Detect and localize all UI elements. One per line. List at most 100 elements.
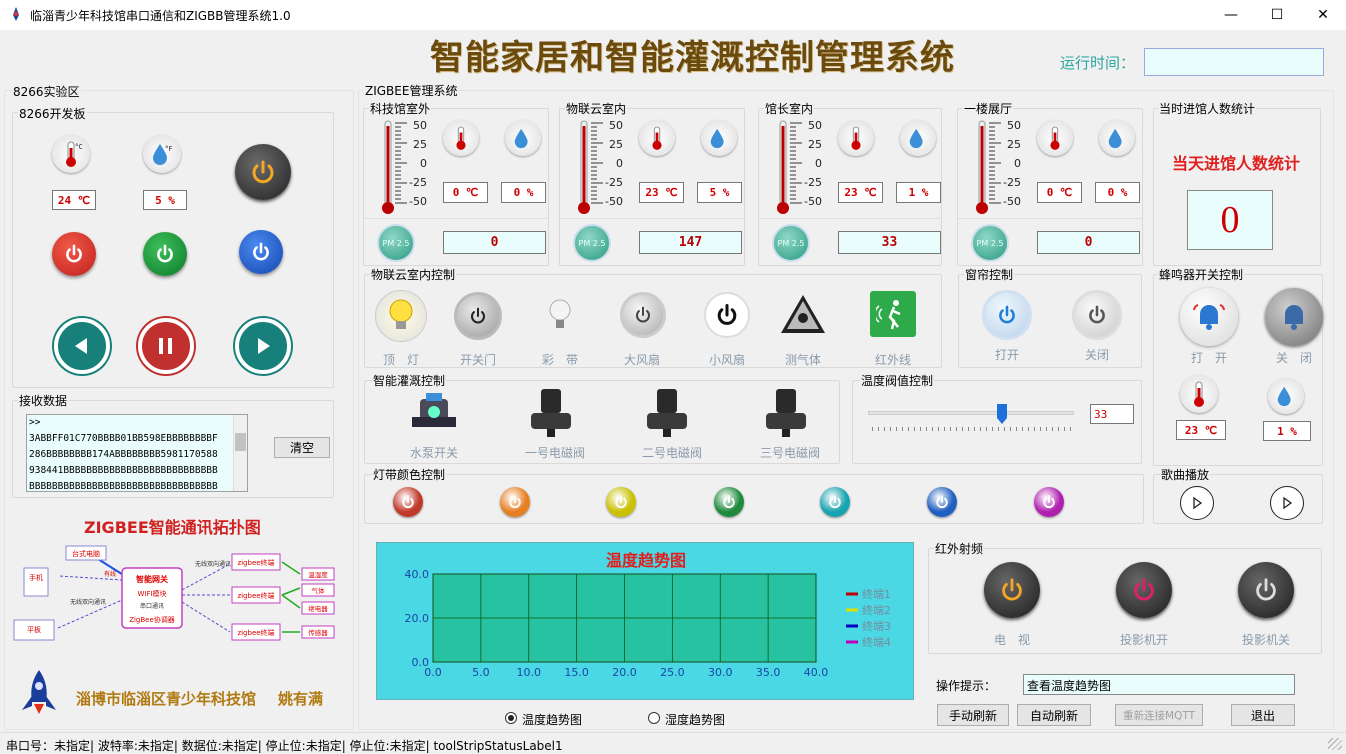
minimize-button[interactable]: — [1224, 7, 1238, 23]
pm25-icon: PM 2.5 [772, 224, 810, 262]
curtain-close-caption: 关闭 [1084, 348, 1109, 362]
sensor-panel-name: 物联云室内 [565, 100, 628, 117]
threshold-slider-track[interactable] [868, 411, 1074, 415]
led-color-button[interactable] [393, 487, 423, 517]
board-power-button[interactable] [235, 144, 291, 200]
hum-trend-radio[interactable] [648, 712, 660, 724]
pump-icon[interactable] [406, 387, 462, 437]
threshold-slider-thumb[interactable] [997, 404, 1007, 424]
music-play-1-button[interactable] [1180, 486, 1214, 520]
led-strip-button[interactable] [540, 290, 580, 342]
y-tick-label: 40.0 [405, 568, 430, 581]
ceiling-light-button[interactable] [375, 290, 427, 342]
board-temp-value: 24 ℃ [52, 190, 96, 210]
panel-hum-value: 1 % [896, 182, 941, 203]
thermometer-gauge-icon [382, 120, 407, 214]
small-fan-button[interactable] [704, 292, 750, 338]
receive-line: 286BBBBBBBB174ABBBBBBBB5981170588 [29, 449, 218, 460]
irrigation-caption: 一号电磁阀 [524, 446, 585, 460]
power-icon [936, 495, 948, 509]
led-color-button[interactable] [1034, 487, 1064, 517]
led-color-button[interactable] [927, 487, 957, 517]
panel-temp-value: 23 ℃ [838, 182, 883, 203]
power-icon [1134, 578, 1154, 601]
power-icon [253, 242, 269, 261]
power-icon [999, 305, 1015, 324]
scale-label: -50 [409, 195, 427, 208]
threshold-value[interactable]: 33 [1090, 404, 1134, 424]
maximize-button[interactable]: ☐ [1270, 7, 1284, 23]
next-button[interactable] [235, 318, 291, 374]
receive-scrollbar[interactable] [233, 415, 247, 491]
bell-icon [1285, 305, 1303, 330]
resize-grip-icon[interactable] [1328, 738, 1342, 750]
hint-label: 操作提示： [936, 679, 997, 693]
buzzer-on-button[interactable] [1180, 288, 1238, 346]
play-icon [1283, 496, 1293, 510]
x-tick-label: 10.0 [517, 666, 542, 679]
x-tick-label: 20.0 [612, 666, 637, 679]
board-blue-button[interactable] [239, 230, 283, 274]
receive-label: 接收数据 [18, 392, 69, 409]
irrigation-label: 智能灌溉控制 [372, 372, 447, 389]
scale-label: 25 [1007, 138, 1021, 151]
thermometer-gauge-icon [578, 120, 603, 214]
svg-text:°F: °F [165, 145, 173, 153]
irrigation-group [364, 380, 840, 464]
pm25-icon-label: PM 2.5 [777, 238, 805, 248]
pause-button[interactable] [138, 318, 194, 374]
music-play-2-button[interactable] [1270, 486, 1304, 520]
buzzer-off-button[interactable] [1265, 288, 1323, 346]
auto-refresh-button[interactable]: 自动刷新 [1017, 704, 1091, 726]
solenoid-valve-icon[interactable] [762, 387, 810, 439]
svg-text:°C: °C [75, 143, 82, 151]
panel-divider [560, 218, 744, 219]
big-fan-button[interactable] [620, 292, 666, 338]
led-color-button[interactable] [714, 487, 744, 517]
receive-textarea[interactable]: >> 3ABBFF01C770BBBB01BB598EBBBBBBBBF 286… [26, 414, 248, 492]
board-group-label: 8266开发板 [18, 105, 87, 122]
sensor-panel-name: 科技馆室外 [369, 100, 432, 117]
exit-button[interactable]: 退出 [1231, 704, 1295, 726]
board-green-button[interactable] [143, 232, 187, 276]
curtain-close-button[interactable] [1072, 290, 1122, 340]
clear-button[interactable]: 清空 [274, 437, 330, 458]
thermometer-icon [1037, 120, 1073, 156]
power-icon [66, 244, 82, 263]
close-button[interactable]: ✕ [1317, 7, 1329, 23]
room-control-caption: 小风扇 [708, 353, 745, 367]
tv-caption: 电 视 [993, 633, 1030, 647]
led-color-button[interactable] [500, 487, 530, 517]
gas-warning-icon[interactable] [779, 292, 827, 336]
zigbee-section-label: ZIGBEE管理系统 [364, 82, 459, 99]
topology-node: ZigBee协调器 [129, 615, 175, 624]
power-icon [829, 495, 841, 509]
temp-trend-radio[interactable] [505, 712, 517, 724]
app-logo-icon [13, 7, 19, 21]
curtain-open-button[interactable] [982, 290, 1032, 340]
door-switch-button[interactable] [454, 292, 502, 340]
led-color-button[interactable] [606, 487, 636, 517]
sensor-panel-name: 一楼展厅 [963, 100, 1014, 117]
lab8266-section [4, 90, 354, 730]
projector-on-button[interactable] [1116, 562, 1172, 618]
scale-label: 0 [420, 157, 427, 170]
infrared-button[interactable] [870, 291, 916, 337]
board-red-button[interactable] [52, 232, 96, 276]
curtain-group [958, 274, 1142, 368]
topology-node: 平板 [27, 625, 41, 634]
solenoid-valve-icon[interactable] [527, 387, 575, 439]
projector-off-button[interactable] [1238, 562, 1294, 618]
scale-label: 0 [1014, 157, 1021, 170]
hint-field[interactable]: 查看温度趋势图 [1023, 674, 1295, 695]
prev-button[interactable] [54, 318, 110, 374]
reconnect-mqtt-button[interactable]: 重新连接MQTT [1115, 704, 1203, 726]
led-color-button[interactable] [820, 487, 850, 517]
tv-button[interactable] [984, 562, 1040, 618]
ledstrip-group [364, 474, 1144, 524]
manual-refresh-button[interactable]: 手动刷新 [937, 704, 1009, 726]
solenoid-valve-icon[interactable] [643, 387, 691, 439]
pm25-icon: PM 2.5 [573, 224, 611, 262]
visitor-label: 当时进馆人数统计 [1158, 100, 1257, 117]
runtime-field[interactable] [1144, 48, 1324, 76]
